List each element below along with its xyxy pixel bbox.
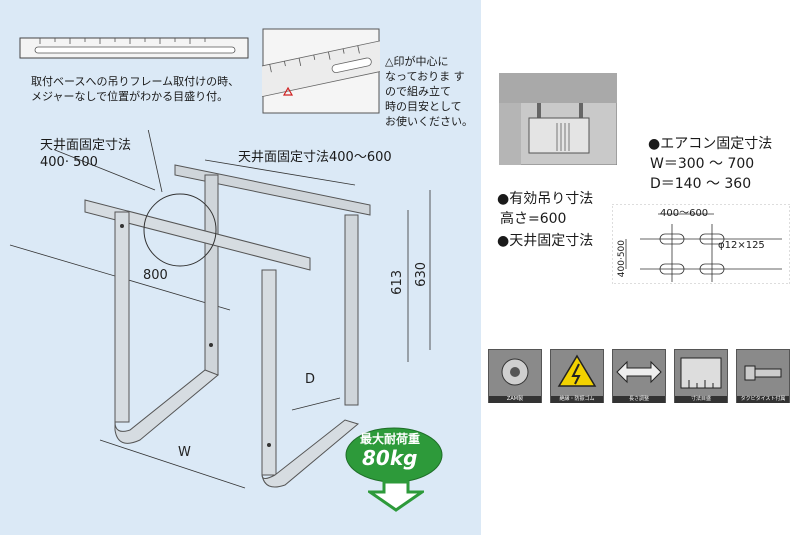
- ruler-illustration: [19, 37, 249, 59]
- diagram-hole-dim: φ12×125: [718, 240, 765, 251]
- max-load-value: 80kg: [362, 446, 418, 470]
- zoomed-scale-inset: [262, 28, 380, 114]
- center-mark-note-1: △印が中心に: [385, 55, 449, 68]
- ceiling-fixed-left-title: 天井面固定寸法: [40, 138, 132, 153]
- ceiling-hole-diagram: [612, 204, 790, 284]
- aircon-size-w: W＝300 ～ 700: [650, 156, 755, 172]
- length-adjust-icon: [612, 349, 666, 403]
- diagram-side-dim: 400·500: [617, 240, 627, 278]
- aircon-size-title: ●エアコン固定寸法: [648, 136, 773, 152]
- installed-unit-photo: [499, 73, 617, 165]
- effective-hang-title: ●有効吊り寸法: [497, 191, 594, 207]
- insulation-label: 絶縁・防振ゴム: [551, 396, 603, 403]
- ceiling-fixed-left-values: 400· 500: [40, 155, 98, 170]
- effective-hang-height: 高さ=600: [500, 211, 567, 227]
- height-630-label: 630: [414, 262, 429, 287]
- diagram-top-dim: 400～600: [660, 208, 709, 219]
- ceiling-fixed-top-label: 天井面固定寸法400～600: [238, 150, 392, 165]
- height-613-label: 613: [390, 270, 405, 295]
- center-mark-note-5: お使いください。: [385, 115, 473, 128]
- ceiling-size-title: ●天井固定寸法: [497, 233, 594, 249]
- scale-icon: [674, 349, 728, 403]
- center-mark-note-2: なっておりま す: [385, 70, 465, 83]
- depth-d-label: D: [305, 372, 316, 387]
- width-800-label: 800: [143, 268, 168, 283]
- insulation-icon: [550, 349, 604, 403]
- length-adjust-label: 長さ調整: [613, 396, 665, 403]
- ruler-note-line1: 取付ベースへの吊りフレーム取付けの時、: [31, 75, 240, 88]
- scale-label: 寸法目盛: [675, 396, 727, 403]
- max-load-title: 最大耐荷重: [360, 432, 421, 446]
- down-arrow-icon: [368, 480, 424, 512]
- width-w-label: W: [178, 445, 191, 460]
- ceiling-bracket-drawing: [9, 130, 431, 489]
- zam-material-label: ZAM製: [489, 396, 541, 403]
- tapping-screw-icon: [736, 349, 790, 403]
- tapping-screw-label: タクピタイスト付属: [737, 396, 789, 403]
- zam-material-icon: [488, 349, 542, 403]
- center-mark-note-4: 時の目安として: [385, 100, 462, 113]
- ruler-note-line2: メジャーなしで位置がわかる目盛り付。: [31, 90, 229, 103]
- aircon-size-d: D＝140 ～ 360: [650, 176, 752, 192]
- center-mark-note-3: ので組み立て: [385, 85, 451, 98]
